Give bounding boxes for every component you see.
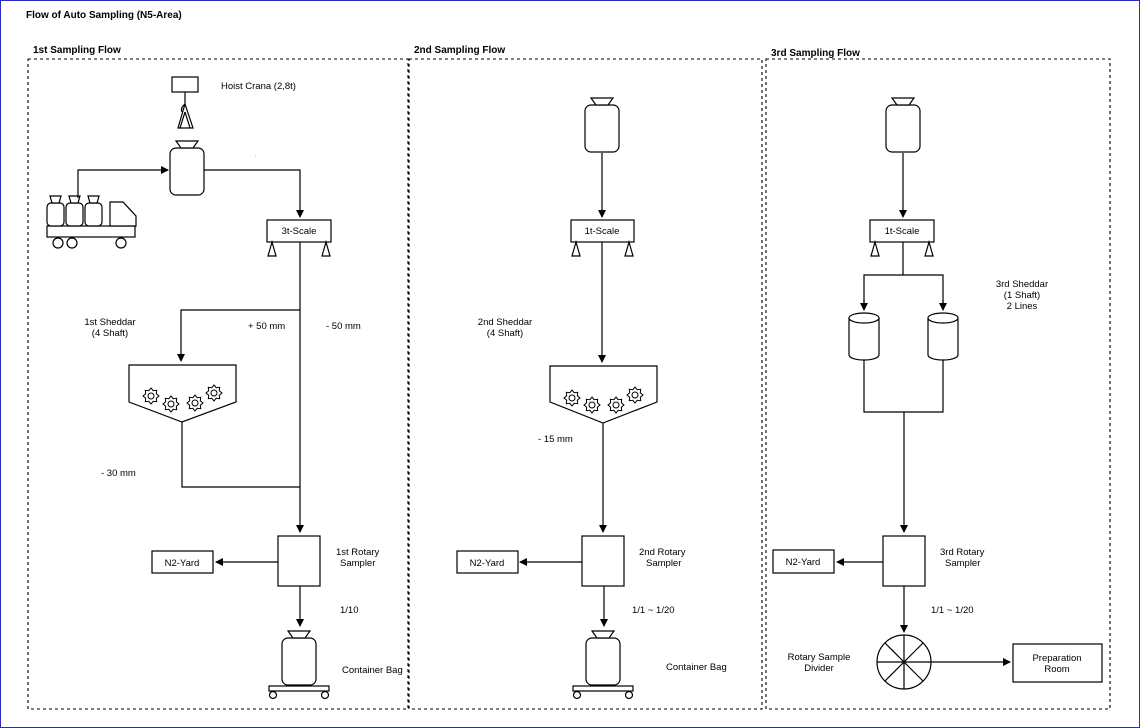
scale-foot-icon bbox=[870, 239, 880, 257]
n2-yard-3-label: N2-Yard bbox=[786, 557, 821, 568]
rotary-sampler-1-box bbox=[277, 535, 321, 587]
shredder-1-icon bbox=[128, 364, 237, 423]
shredder-2-label-l2: (4 Shaft) bbox=[487, 328, 523, 339]
container-bag-1-icon bbox=[268, 630, 330, 700]
ratio-1-label: 1/10 bbox=[340, 605, 359, 616]
ratio-3-label: 1/1 ~ 1/20 bbox=[931, 605, 974, 616]
rotary-1-label-l1: 1st Rotary bbox=[336, 547, 380, 558]
minus30-line bbox=[181, 422, 300, 488]
hopper-3-icon bbox=[885, 97, 921, 153]
hopper-2-icon bbox=[584, 97, 620, 153]
section-1-title: 1st Sampling Flow bbox=[33, 45, 121, 56]
divider-label-l1: Rotary Sample bbox=[788, 652, 851, 663]
rotary-sampler-2-box bbox=[581, 535, 625, 587]
n2-yard-2-box bbox=[456, 550, 519, 574]
scale-foot-icon bbox=[267, 239, 277, 257]
preparation-room-box bbox=[1012, 643, 1103, 683]
container-bag-1-label: Container Bag bbox=[342, 665, 403, 676]
hoist-label: Hoist Crana (2,8t) bbox=[221, 81, 296, 92]
rotary-sampler-3-box bbox=[882, 535, 926, 587]
scale-foot-icon bbox=[624, 239, 634, 257]
scale-foot-icon bbox=[321, 239, 331, 257]
container-bag-2-icon bbox=[572, 630, 634, 700]
shredder-3b-icon bbox=[927, 312, 959, 361]
ratio-2-label: 1/1 ~ 1/20 bbox=[632, 605, 675, 616]
rotary-1-label-l2: Sampler bbox=[340, 558, 375, 569]
section-3-title: 3rd Sampling Flow bbox=[771, 48, 860, 59]
shredder-3-label-l2: (1 Shaft) bbox=[1004, 290, 1040, 301]
divider-label-l2: Divider bbox=[804, 663, 834, 674]
section-3-frame bbox=[765, 58, 1111, 710]
scale-foot-icon bbox=[571, 239, 581, 257]
prep-room-label-l1: Preparation bbox=[1032, 653, 1081, 664]
shredder-2-icon bbox=[549, 365, 658, 424]
plus50-line bbox=[177, 309, 300, 362]
svg-text:': ' bbox=[255, 154, 256, 159]
minus50-label: - 50 mm bbox=[326, 321, 361, 332]
plus50-label: + 50 mm bbox=[248, 321, 285, 332]
n2-yard-3-box bbox=[772, 549, 835, 574]
container-bag-2-label: Container Bag bbox=[666, 662, 727, 673]
scale-1t-3-box bbox=[869, 219, 935, 243]
shredder-1-label-l2: (4 Shaft) bbox=[92, 328, 128, 339]
truck-icon bbox=[46, 195, 137, 249]
n2-yard-2-label: N2-Yard bbox=[470, 558, 505, 569]
n2-yard-1-box bbox=[151, 550, 214, 574]
prep-room-label-l2: Room bbox=[1044, 664, 1069, 675]
rotary-3-label-l2: Sampler bbox=[945, 558, 980, 569]
rotary-3-label-l1: 3rd Rotary bbox=[940, 547, 985, 558]
minus15-label: - 15 mm bbox=[538, 434, 573, 445]
scale-3t-label: 3t-Scale bbox=[282, 226, 317, 237]
scale-foot-icon bbox=[924, 239, 934, 257]
rotary-2-label-l2: Sampler bbox=[646, 558, 681, 569]
scale-1t-2-label: 1t-Scale bbox=[585, 226, 620, 237]
shredder-1-label-l1: 1st Sheddar bbox=[84, 317, 135, 328]
diagram-title: Flow of Auto Sampling (N5-Area) bbox=[26, 10, 182, 21]
shredder-3-label-l1: 3rd Sheddar bbox=[996, 279, 1048, 290]
rotary-2-label-l1: 2nd Rotary bbox=[639, 547, 686, 558]
section-2-frame bbox=[408, 58, 763, 710]
scale-1t-3-label: 1t-Scale bbox=[885, 226, 920, 237]
section-1-frame bbox=[27, 58, 409, 710]
shredder-3-label-l3: 2 Lines bbox=[1007, 301, 1038, 312]
shredder-2-label-l1: 2nd Sheddar bbox=[478, 317, 532, 328]
minus30-label: - 30 mm bbox=[101, 468, 136, 479]
scale-3t-box bbox=[266, 219, 332, 243]
hoist-crane-icon bbox=[169, 76, 205, 196]
truck-feed-line bbox=[77, 166, 169, 198]
n2-yard-1-label: N2-Yard bbox=[165, 558, 200, 569]
section-2-title: 2nd Sampling Flow bbox=[414, 45, 505, 56]
shredder-3a-icon bbox=[848, 312, 880, 361]
hopper-to-scale-line bbox=[204, 169, 304, 218]
rotary-sample-divider-icon bbox=[876, 634, 932, 690]
